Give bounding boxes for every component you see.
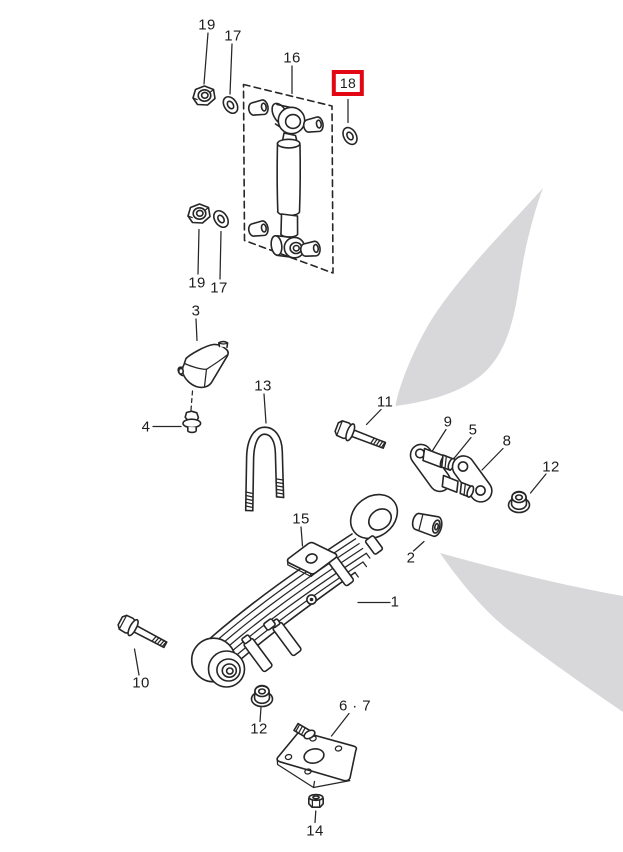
clamp-plate-15 xyxy=(286,541,338,578)
bump-stopper xyxy=(177,340,229,389)
spring-seat-plate xyxy=(276,722,358,789)
part-label-14[interactable]: 14 xyxy=(306,822,324,840)
part-label-18-highlighted[interactable]: 18 xyxy=(331,70,365,96)
part-label-1[interactable]: 1 xyxy=(390,593,400,611)
shackle-inner-plate xyxy=(409,443,459,493)
part-label-4[interactable]: 4 xyxy=(141,418,151,436)
background-swoosh-upper xyxy=(395,188,543,406)
part-label-12-left[interactable]: 12 xyxy=(250,720,268,738)
part-label-19-lower[interactable]: 19 xyxy=(188,274,206,292)
shock-absorber xyxy=(270,102,306,259)
part-label-13[interactable]: 13 xyxy=(254,377,272,395)
bolt-4 xyxy=(182,410,202,434)
part-label-2[interactable]: 2 xyxy=(406,549,416,567)
part-label-5[interactable]: 5 xyxy=(468,421,478,439)
part-label-10[interactable]: 10 xyxy=(132,674,150,692)
shock-kit-dashed-box xyxy=(242,83,334,274)
part-label-17-lower[interactable]: 17 xyxy=(210,279,228,297)
leaf-spring xyxy=(190,493,399,688)
part-label-11[interactable]: 11 xyxy=(376,393,394,411)
part-label-12-right[interactable]: 12 xyxy=(542,458,560,476)
part-label-16[interactable]: 16 xyxy=(283,49,301,67)
part-label-17-upper[interactable]: 17 xyxy=(224,27,242,45)
part-label-9[interactable]: 9 xyxy=(443,413,453,431)
u-bolt xyxy=(244,426,285,512)
shackle-bushing-lower xyxy=(459,481,475,498)
part-label-3[interactable]: 3 xyxy=(191,302,201,320)
nut-14 xyxy=(308,793,324,808)
part-label-8[interactable]: 8 xyxy=(502,432,512,450)
leader-lines xyxy=(133,32,547,824)
part-label-15[interactable]: 15 xyxy=(292,510,310,528)
background-swoosh-lower xyxy=(440,553,623,712)
part-label-19-upper[interactable]: 19 xyxy=(198,16,216,34)
bushing-2 xyxy=(411,512,443,538)
part-label-6-7[interactable]: 6 · 7 xyxy=(338,697,372,715)
